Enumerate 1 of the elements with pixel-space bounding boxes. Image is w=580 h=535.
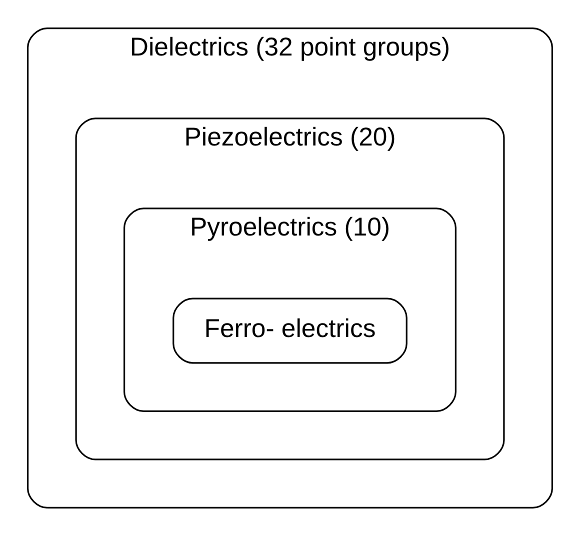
node-box: Ferro- electrics <box>172 297 408 364</box>
